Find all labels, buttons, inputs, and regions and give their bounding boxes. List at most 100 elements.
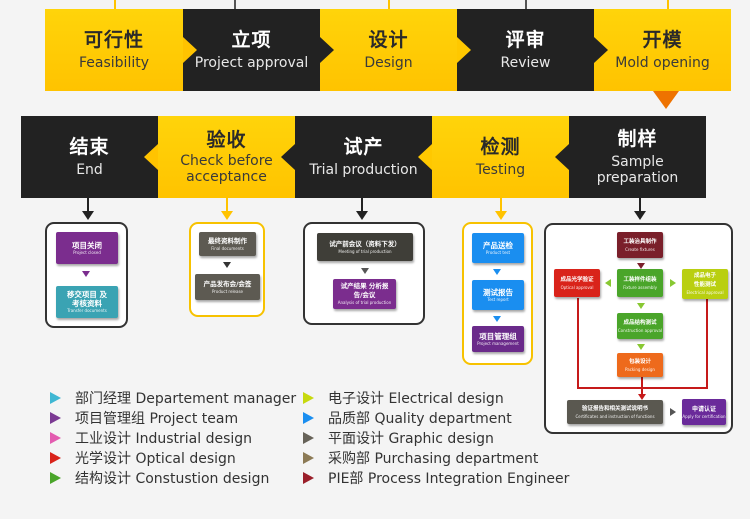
arrow-down-icon	[634, 198, 646, 220]
step-project-closed: 项目关闭 Project closed	[56, 232, 118, 264]
stage-title-zh: 可行性	[83, 29, 144, 51]
flow-arrow-right	[457, 37, 471, 63]
triangle-marker-icon	[303, 432, 314, 444]
stage-mold-opening: 开模 Mold opening	[594, 9, 731, 91]
step-title-en: Transfer documents	[67, 308, 107, 313]
legend-left: 部门经理 Departement manager 项目管理组 Project t…	[50, 388, 296, 488]
detail-card-end: 项目关闭 Project closed 移交项目 及考核资料 Transfer …	[45, 222, 128, 328]
arrow-down-icon	[495, 198, 507, 220]
legend-label: 平面设计 Graphic design	[328, 431, 494, 447]
arrow-down-icon	[361, 268, 369, 274]
step-title-en: Electrical approval	[686, 290, 724, 295]
flow-arrow-right	[594, 37, 608, 63]
step-title-en: Fixture assembly	[623, 284, 657, 290]
step-title-zh: 包装设计	[628, 358, 651, 365]
stage-title-en: Review	[500, 55, 551, 71]
legend-label: 采购部 Purchasing department	[328, 451, 539, 467]
detail-card-check-before-acceptance: 最终资料制作 Final documents 产品发布会/会签 Product …	[189, 222, 265, 317]
stage-title-en: Project approval	[194, 55, 309, 71]
connector-line-mold-opening	[667, 0, 669, 9]
arrow-left-icon	[605, 279, 611, 287]
step-title-zh: 试产结果 分析报告/会议	[340, 282, 389, 299]
stage-title-en: Design	[364, 55, 413, 71]
arrow-down-icon	[82, 271, 90, 277]
step-title-zh: 产品发布会/会签	[203, 279, 252, 288]
step-product-test: 产品送检 Product test	[472, 233, 524, 263]
step-title-zh: 项目关闭	[72, 240, 102, 250]
triangle-marker-icon	[50, 392, 61, 404]
step-title-en: Final documents	[211, 245, 244, 251]
triangle-marker-icon	[50, 412, 61, 424]
stage-testing: 检测 Testing	[432, 116, 569, 198]
arrow-down-icon	[356, 198, 368, 220]
connector-line-design	[388, 0, 390, 9]
legend-label: 结构设计 Constustion design	[75, 471, 270, 487]
flow-arrow-left	[418, 144, 432, 170]
legend-label: 项目管理组 Project team	[75, 411, 239, 427]
stage-title-en: Feasibility	[79, 55, 149, 71]
legend-label: 电子设计 Electrical design	[328, 391, 504, 407]
step-title-en: Construction approval	[617, 327, 663, 333]
step-title-en: Packing design	[625, 366, 655, 372]
triangle-marker-icon	[50, 432, 61, 444]
connector-line	[706, 298, 708, 389]
legend-label: 工业设计 Industrial design	[75, 431, 253, 447]
triangle-marker-icon	[303, 412, 314, 424]
step-test-report: 测试报告 Test report	[472, 280, 524, 310]
stage-title-en: Testing	[475, 162, 526, 178]
step-title-zh: 验证报告和相关测试说明书	[581, 405, 648, 412]
legend-item: 部门经理 Departement manager	[50, 388, 296, 408]
step-title-en: Apply for certification	[682, 413, 726, 419]
flow-arrow-right	[183, 37, 197, 63]
step-title-zh: 申请认证	[691, 405, 716, 413]
triangle-marker-icon	[303, 392, 314, 404]
arrow-down-icon	[637, 263, 645, 269]
arrow-down-icon	[221, 198, 233, 220]
stage-title-en: Sample preparation	[596, 154, 679, 186]
arrow-down-icon	[223, 262, 231, 268]
arrow-down-icon	[493, 269, 501, 275]
detail-card-trial-production: 试产前会议（资料下发） Meeting of trial production …	[303, 222, 425, 325]
legend-item: 结构设计 Constustion design	[50, 468, 296, 488]
step-final-documents: 最终资料制作 Final documents	[199, 232, 256, 256]
step-title-zh: 项目管理组	[479, 331, 517, 341]
step-title-en: Meeting of trial production	[338, 248, 392, 254]
legend-label: 光学设计 Optical design	[75, 451, 236, 467]
arrow-down-icon	[637, 303, 645, 309]
step-title-en: Product release	[211, 288, 244, 294]
stage-title-zh: 检测	[480, 136, 521, 158]
step-title-en: Product test	[485, 249, 511, 255]
step-fixture-assembly: 工装样件组装 Fixture assembly	[617, 269, 663, 297]
step-title-zh: 成品光学验证	[560, 276, 594, 283]
arrow-down-icon	[493, 316, 501, 322]
legend-item: 平面设计 Graphic design	[303, 428, 569, 448]
stage-title-zh: 试产	[343, 136, 384, 158]
step-title-en: Certificates and instruction of function…	[575, 413, 655, 419]
step-electrical-approval: 成品电子 性能测试 Electrical approval	[682, 269, 728, 299]
stage-title-zh: 制样	[617, 128, 658, 150]
stage-title-zh: 开模	[642, 29, 683, 51]
arrow-right-icon	[670, 408, 676, 416]
stage-review: 评审 Review	[457, 9, 594, 91]
legend-item: PIE部 Process Integration Engineer	[303, 468, 569, 488]
step-title-zh: 成品结构测试	[623, 319, 657, 326]
connector-line-project-approval	[234, 0, 236, 9]
connector-line	[577, 298, 579, 389]
stage-trial-production: 试产 Trial production	[295, 116, 432, 198]
step-title-zh: 工装样件组装	[623, 276, 657, 283]
step-title-en: Test report	[487, 296, 509, 302]
arrow-down-icon	[82, 198, 94, 220]
stage-title-en: Mold opening	[615, 55, 710, 71]
triangle-marker-icon	[50, 452, 61, 464]
flow-arrow-right	[320, 37, 334, 63]
step-title-en: Project closed	[73, 249, 101, 255]
legend-item: 采购部 Purchasing department	[303, 448, 569, 468]
step-title-zh: 产品送检	[483, 240, 513, 250]
step-transfer-documents: 移交项目 及考核资料 Transfer documents	[56, 286, 118, 318]
step-title-en: Project management	[477, 340, 519, 346]
stage-title-zh: 评审	[505, 29, 546, 51]
step-packing-design: 包装设计 Packing design	[617, 353, 663, 377]
step-project-management: 项目管理组 Project management	[472, 326, 524, 352]
legend-label: 部门经理 Departement manager	[75, 391, 297, 407]
step-title-en: Analysis of trial production	[337, 300, 392, 305]
